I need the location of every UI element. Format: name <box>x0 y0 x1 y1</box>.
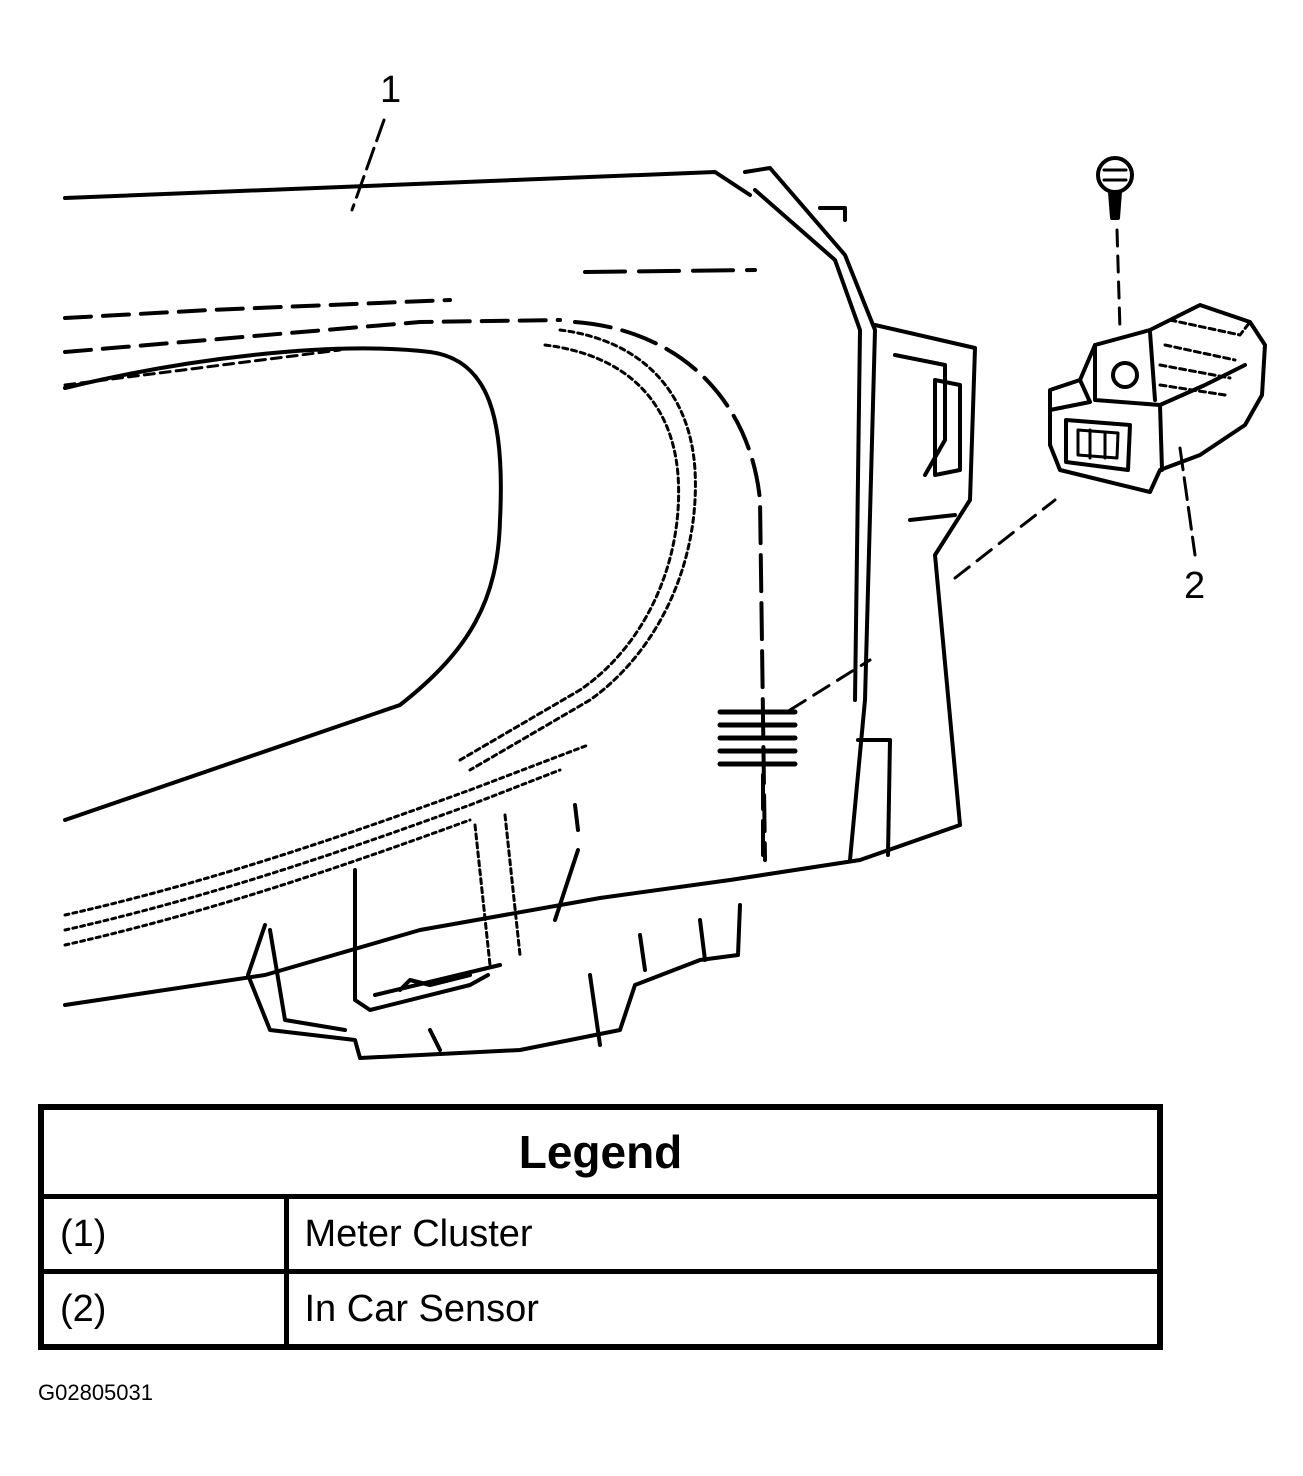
legend-title: Legend <box>38 1104 1163 1199</box>
legend-ref: (1) <box>38 1194 289 1274</box>
figure-id: G02805031 <box>38 1380 153 1405</box>
callout-1-number: 1 <box>380 69 401 111</box>
exploded-view-illustration: 1 2 <box>63 69 1267 1060</box>
meter-cluster-drawing <box>63 166 1057 1060</box>
legend-row: (2) In Car Sensor <box>38 1269 1163 1350</box>
callout-2-number: 2 <box>1184 565 1205 607</box>
legend-description: Meter Cluster <box>283 1194 1163 1274</box>
legend-description: In Car Sensor <box>283 1269 1163 1350</box>
legend-row: (1) Meter Cluster <box>38 1194 1163 1274</box>
in-car-sensor-drawing <box>1048 156 1267 494</box>
legend-ref: (2) <box>38 1269 289 1350</box>
legend-table: Legend (1) Meter Cluster (2) In Car Sens… <box>38 1104 1163 1350</box>
legend-header-row: Legend <box>38 1104 1163 1199</box>
callout-2: 2 <box>1178 446 1205 607</box>
callout-1: 1 <box>350 69 401 212</box>
